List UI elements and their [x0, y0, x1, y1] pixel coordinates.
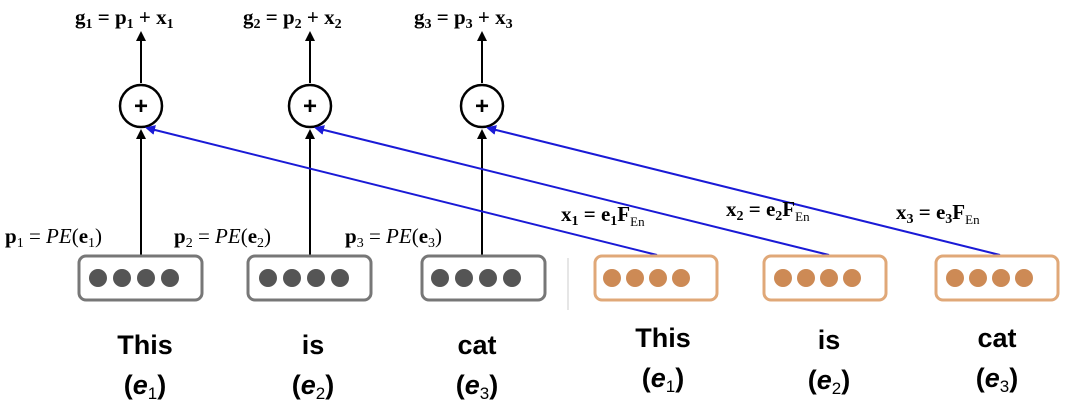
plus-icon: + — [303, 93, 317, 120]
positional-token-box-3 — [420, 254, 547, 302]
left-token-word-3: cat — [457, 330, 496, 360]
embedding-label-1: x1 = e1FEn — [561, 202, 645, 229]
embedding-label-2: x2 = e2FEn — [726, 197, 810, 224]
right-token-id-2: (e2) — [808, 365, 851, 398]
right-token-word-1: This — [635, 323, 691, 353]
positional-token-box-1 — [77, 254, 204, 302]
positional-token-box-2 — [246, 254, 373, 302]
sum-node-1: + — [118, 83, 164, 129]
output-label-3: g3 = p3 + x3 — [414, 5, 513, 32]
right-token-id-1: (e1) — [642, 363, 685, 396]
embedding-label-3: x3 = e3FEn — [896, 200, 980, 227]
left-token-id-1: (e1) — [124, 370, 167, 403]
plus-icon: + — [475, 93, 489, 120]
output-label-1: g1 = p1 + x1 — [75, 5, 174, 32]
embedding-arrow-3 — [486, 125, 1001, 256]
sum-node-2: + — [287, 83, 333, 129]
left-token-id-2: (e2) — [292, 370, 335, 403]
plus-icon: + — [134, 93, 148, 120]
pe-label-2: p2 = PE(e2) — [174, 224, 271, 251]
left-token-word-1: This — [117, 330, 173, 360]
sum-node-3: + — [459, 83, 505, 129]
embedding-token-box-2 — [762, 254, 888, 302]
left-token-word-2: is — [302, 330, 325, 360]
pe-label-3: p3 = PE(e3) — [345, 224, 442, 251]
pe-label-1: p1 = PE(e1) — [5, 224, 102, 251]
right-token-word-3: cat — [977, 323, 1016, 353]
embedding-arrow-1 — [145, 125, 658, 256]
output-label-2: g2 = p2 + x2 — [243, 5, 342, 32]
left-token-id-3: (e3) — [456, 370, 499, 403]
right-token-id-3: (e3) — [976, 363, 1019, 396]
embedding-arrow-2 — [314, 125, 830, 256]
right-token-word-2: is — [818, 325, 841, 355]
embedding-token-box-1 — [593, 254, 719, 302]
embedding-token-box-3 — [934, 254, 1060, 302]
